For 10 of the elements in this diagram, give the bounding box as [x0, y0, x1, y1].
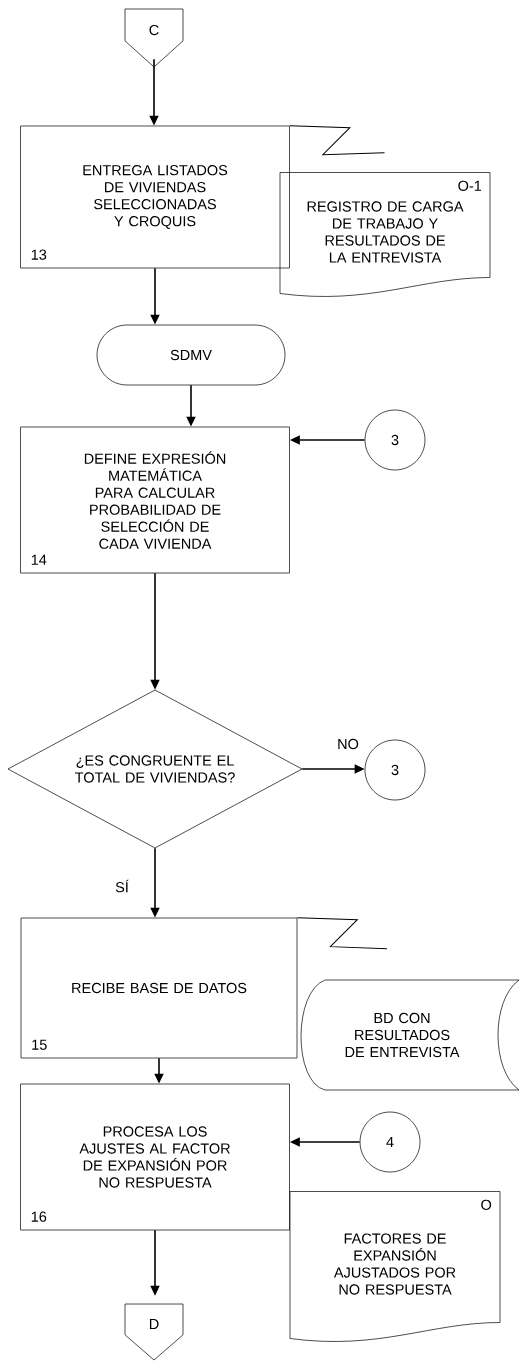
off-page-connector: C [124, 8, 184, 68]
edge-label: NO [338, 738, 359, 750]
connector-line [289, 125, 385, 156]
process-box: PROCESA LOS AJUSTES AL FACTOR DE EXPANSIÓN POR NO RESPUESTA 16 [20, 1083, 290, 1231]
off-page-connector: D [124, 1303, 184, 1361]
process-box: RECIBE BASE DE DATOS 15 [20, 917, 298, 1059]
process-box: ENTREGA LISTADOS DE VIVIENDAS SELECCIONADAS Y CROQUIS 13 [20, 125, 290, 269]
process-box: DEFINE EXPRESIÓN MATEMÁTICA PARA CALCULAR PROBABILIDAD DE SELECCIÓN DE CADA VIVIENDA 14 [20, 426, 290, 574]
edge-label: SÍ [115, 879, 129, 893]
connector-line [296, 917, 388, 950]
